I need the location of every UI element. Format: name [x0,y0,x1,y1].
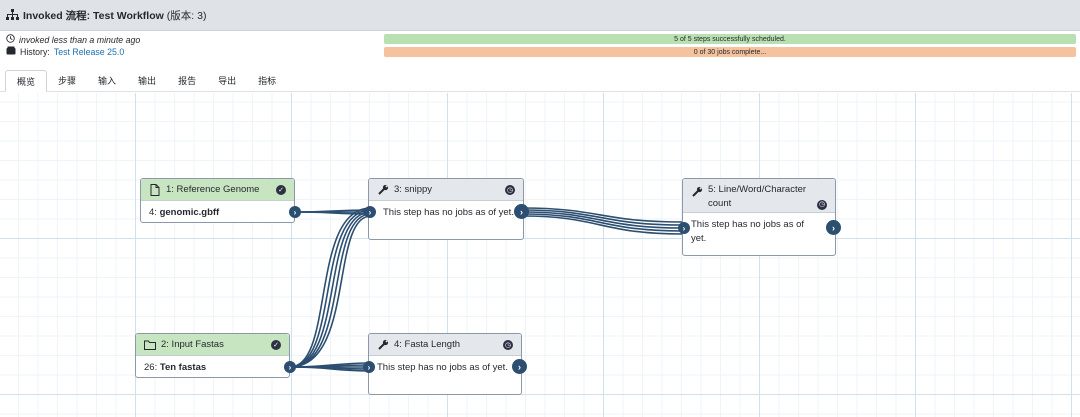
node-title-label: 1: Reference Genome [166,184,260,195]
wrench-icon [377,339,389,351]
node-body: 4: genomic.gbff [141,201,294,225]
steps-progress-text: 5 of 5 steps successfully scheduled. [674,35,786,43]
node-fasta-length[interactable]: 4: Fasta Length ◷ This step has no jobs … [368,333,522,395]
invocation-title: Invoked 流程: Test Workflow [23,9,164,22]
invocation-tabs: 概览 步骤 输入 输出 报告 导出 指标 [5,70,287,92]
clock-icon: ◷ [505,184,515,195]
sitemap-icon [6,9,19,21]
edge-n3-n5 [521,211,684,229]
tab-inputs[interactable]: 输入 [98,76,117,86]
dataset-hid: 4: [149,207,160,218]
node-line-word-count[interactable]: 5: Line/Word/Character count ◷ This step… [682,178,836,256]
node-title: 3: snippy ◷ [369,179,523,201]
input-connector-n4[interactable]: › [363,361,375,373]
node-title: 5: Line/Word/Character count ◷ [683,179,835,213]
clock-icon: ◷ [503,339,513,350]
tab-metrics[interactable]: 指标 [258,76,277,86]
node-body: 26: Ten fastas [136,356,289,380]
node-title-label: 3: snippy [394,184,433,195]
input-connector-n5[interactable]: › [678,222,690,234]
invocation-header: Invoked 流程: Test Workflow (版本: 3) [0,0,1080,31]
node-title: 4: Fasta Length ◷ [369,334,521,356]
output-connector-n2[interactable]: › [284,361,296,373]
check-icon: ✓ [276,184,286,195]
node-body: This step has no jobs as of yet. [383,207,514,218]
output-connector-n5[interactable]: › [826,220,841,235]
tab-export[interactable]: 导出 [218,76,237,86]
clock-icon: ◷ [817,200,827,210]
tab-steps[interactable]: 步骤 [58,76,77,86]
node-body: This step has no jobs as of yet. [691,219,805,244]
node-title: 1: Reference Genome ✓ [141,179,294,201]
edge-n2-n3 [289,211,372,368]
folder-icon [144,339,156,351]
wrench-icon [377,184,389,196]
steps-progress-bar: 5 of 5 steps successfully scheduled. [384,34,1076,44]
output-connector-n3[interactable]: › [514,204,529,219]
node-title-label: 5: Line/Word/Character count [708,184,807,209]
node-body: This step has no jobs as of yet. [377,362,508,373]
tab-outputs[interactable]: 输出 [138,76,157,86]
file-icon [149,183,161,196]
dataset-hid: 26: [144,362,160,373]
jobs-progress-bar: 0 of 30 jobs complete... [384,47,1076,57]
jobs-progress-text: 0 of 30 jobs complete... [693,48,767,56]
tab-overview[interactable]: 概览 [5,70,48,92]
tab-divider [0,91,1080,92]
output-connector-n4[interactable]: › [512,359,527,374]
node-title: 2: Input Fastas ✓ [136,334,289,356]
clock-icon [6,34,15,45]
node-input-fastas[interactable]: 2: Input Fastas ✓ 26: Ten fastas [135,333,290,378]
node-title-label: 2: Input Fastas [161,339,224,350]
invoked-time: invoked less than a minute ago [6,34,140,45]
history-label: History: [20,46,50,57]
tab-report[interactable]: 报告 [178,76,197,86]
invocation-version: (版本: 3) [166,9,207,22]
node-title-label: 4: Fasta Length [394,339,461,350]
invoked-text: invoked less than a minute ago [19,34,141,45]
node-snippy[interactable]: 3: snippy ◷ This step has no jobs as of … [368,178,524,240]
input-connector-n3[interactable]: › [364,206,376,218]
node-reference-genome[interactable]: 1: Reference Genome ✓ 4: genomic.gbff [140,178,295,223]
history-link[interactable]: Test Release 25.0 [53,46,125,57]
dataset-name: Ten fastas [159,362,207,373]
wrench-icon [691,185,703,197]
dataset-name: genomic.gbff [159,207,220,218]
database-icon [6,46,16,57]
check-icon: ✓ [271,339,281,350]
history-info: History: Test Release 25.0 [6,46,124,57]
output-connector-n1[interactable]: › [289,206,301,218]
